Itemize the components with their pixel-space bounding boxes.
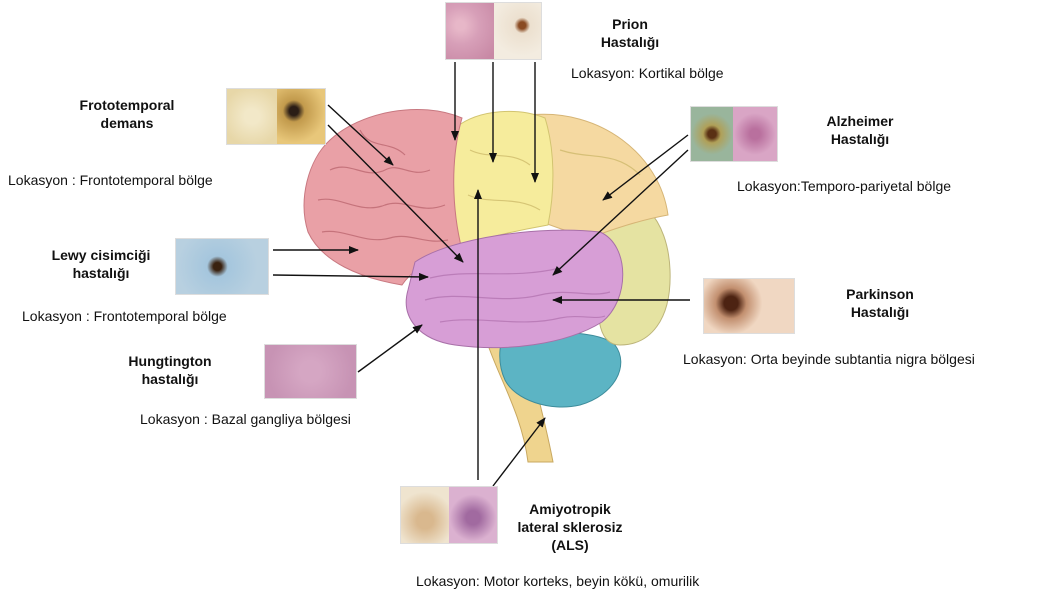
ftd-location: Lokasyon : Frontotemporal bölge <box>8 171 213 189</box>
lewy-title: Lewy cisimciği hastalığı <box>36 246 166 282</box>
parkinson-title: Parkinson Hastalığı <box>835 285 925 321</box>
alzheimer-title: Alzheimer Hastalığı <box>820 112 900 148</box>
alzheimer-histology-image <box>690 106 778 162</box>
parkinson-histology-image <box>703 278 795 334</box>
huntington-location: Lokasyon : Bazal gangliya bölgesi <box>140 410 351 428</box>
alzheimer-location: Lokasyon:Temporo-pariyetal bölge <box>737 177 951 195</box>
huntington-histology-image <box>264 344 357 399</box>
als-title: Amiyotropik lateral sklerosiz (ALS) <box>500 500 640 554</box>
huntington-title: Hungtington hastalığı <box>120 352 220 388</box>
lewy-location: Lokasyon : Frontotemporal bölge <box>22 307 227 325</box>
als-histology-image <box>400 486 498 544</box>
prion-title: Prion Hastalığı <box>590 15 670 51</box>
ftd-histology-image <box>226 88 326 145</box>
parkinson-location: Lokasyon: Orta beyinde subtantia nigra b… <box>683 350 975 368</box>
motor-cortex <box>450 111 553 245</box>
als-location: Lokasyon: Motor korteks, beyin kökü, omu… <box>416 572 699 590</box>
prion-location: Lokasyon: Kortikal bölge <box>571 64 724 82</box>
ftd-title: Frototemporal demans <box>62 96 192 132</box>
prion-histology-image <box>445 2 542 60</box>
lewy-histology-image <box>175 238 269 295</box>
